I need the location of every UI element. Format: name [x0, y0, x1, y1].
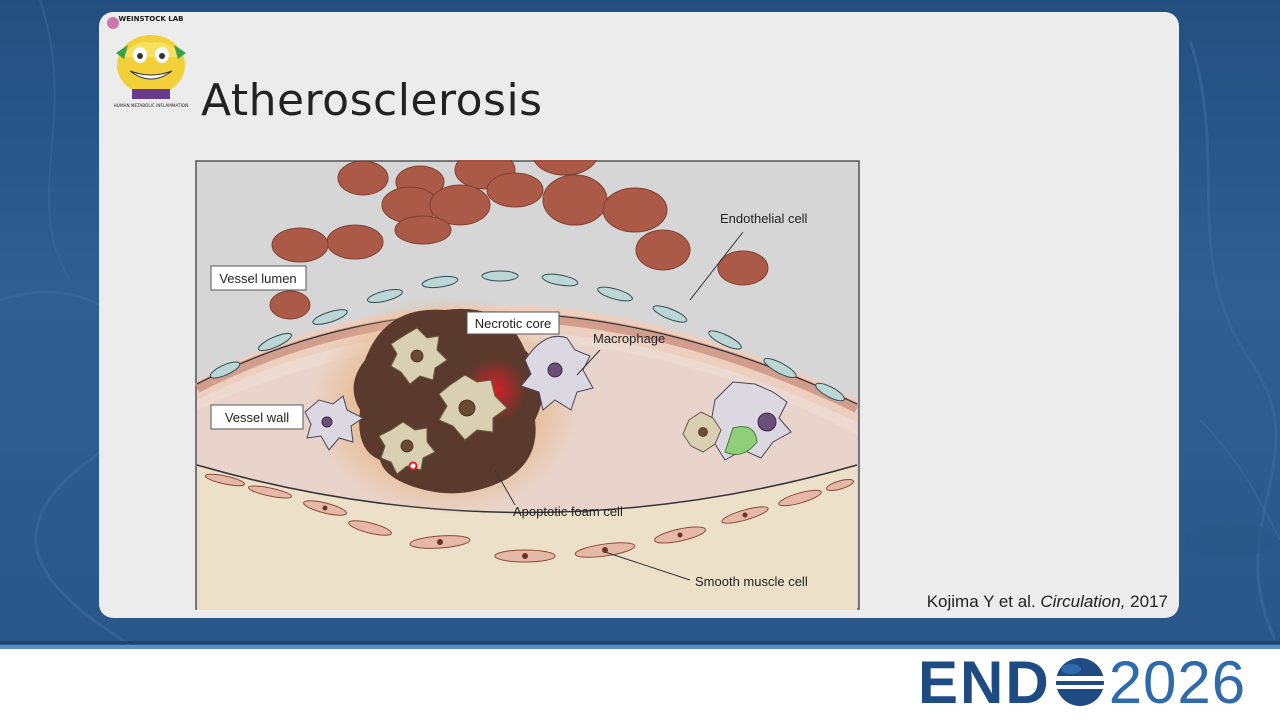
- slide-title: Atherosclerosis: [201, 75, 543, 126]
- svg-text:Vessel lumen: Vessel lumen: [219, 271, 296, 286]
- logo-subtext: HUMAN METABOLIC INFLAMMATION: [114, 103, 189, 108]
- citation: Kojima Y et al. Circulation, 2017: [927, 592, 1168, 612]
- endothelial-cells: [209, 270, 845, 402]
- label-vessel-lumen: Vessel lumen: [210, 265, 307, 291]
- footer-divider: [0, 641, 1280, 644]
- weinstock-lab-logo: WEINSTOCK LAB HUMAN METABOLIC INFLAMMATI…: [107, 15, 189, 108]
- label-macrophage: Macrophage: [593, 331, 665, 346]
- apoptotic-marker: [408, 461, 418, 471]
- label-apoptotic-foam-cell: Apoptotic foam cell: [513, 504, 623, 519]
- red-blood-cells: [269, 160, 769, 320]
- label-endothelial-cell: Endothelial cell: [720, 211, 808, 226]
- svg-text:Necrotic core: Necrotic core: [475, 316, 552, 331]
- atherosclerosis-figure: Vessel lumen Vessel wall Necrotic core M…: [195, 160, 860, 610]
- globe-icon: [1055, 658, 1104, 706]
- svg-text:Vessel wall: Vessel wall: [225, 410, 289, 425]
- citation-journal: Circulation,: [1040, 592, 1126, 611]
- logo-text: WEINSTOCK LAB: [119, 15, 184, 23]
- background-texture: [0, 0, 1280, 645]
- citation-authors: Kojima Y et al.: [926, 592, 1041, 611]
- label-necrotic-core: Necrotic core: [466, 311, 560, 335]
- citation-year: 2017: [1125, 592, 1168, 611]
- leader-lines: [494, 231, 744, 581]
- brand-text: END: [918, 648, 1051, 716]
- endo-2026-logo: END 2026: [918, 648, 1247, 716]
- label-smooth-muscle-cell: Smooth muscle cell: [695, 574, 808, 589]
- brand-year: 2026: [1108, 648, 1247, 716]
- label-vessel-wall: Vessel wall: [210, 404, 304, 430]
